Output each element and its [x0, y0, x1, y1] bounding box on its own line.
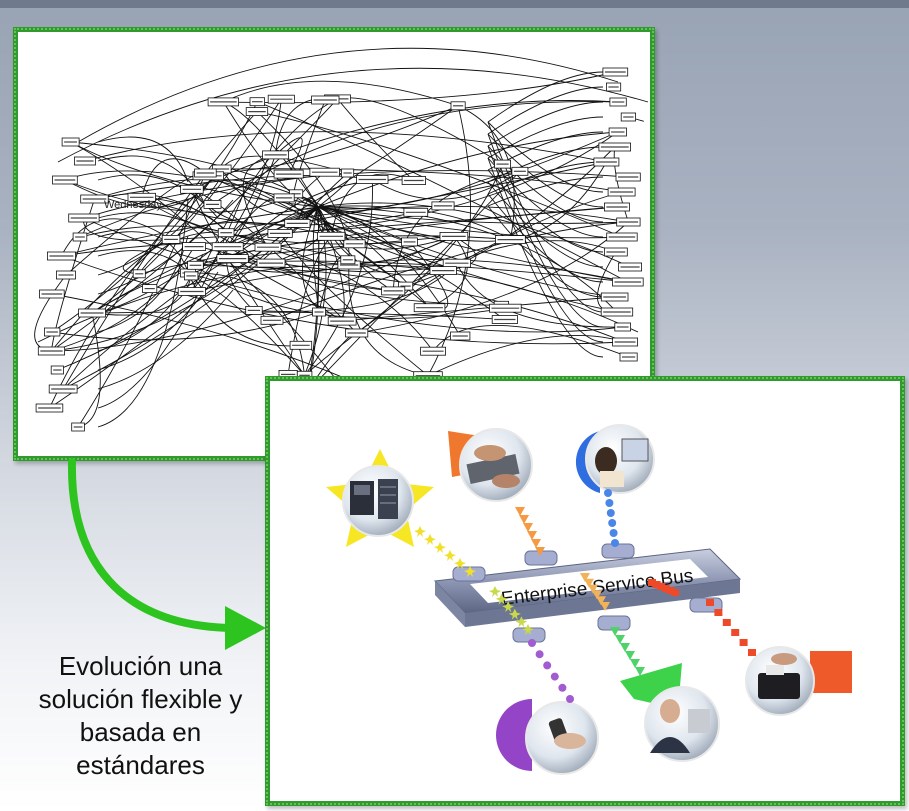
- trail-dot: [495, 593, 508, 605]
- trail-dot: [610, 627, 620, 636]
- trail-dot: [434, 542, 446, 553]
- trail-dot: [604, 489, 612, 497]
- cash-register-node: [745, 646, 852, 716]
- trail-dot: [454, 558, 466, 569]
- trail-dot: [550, 672, 559, 681]
- mobile-device-node: [496, 699, 599, 775]
- esb-diagram: Enterprise Service Bus: [265, 376, 905, 806]
- caption-line: solución flexible y: [38, 684, 243, 714]
- caption-line: Evolución una: [58, 651, 223, 681]
- trail-dot: [606, 509, 615, 517]
- trail-dot: [566, 695, 574, 703]
- trail-dot: [625, 651, 635, 660]
- trail-dot: [652, 581, 661, 588]
- business-executive-node: [620, 663, 720, 762]
- trail-dot: [414, 526, 426, 537]
- trail-dot: [671, 589, 679, 596]
- trail-dot: [620, 643, 630, 652]
- trail-dot: [528, 639, 536, 647]
- trail-dot: [543, 661, 552, 670]
- trail-dot: [515, 616, 528, 628]
- trail-dot: [605, 499, 614, 507]
- trail-dot: [611, 539, 619, 547]
- trail-dot: [608, 519, 617, 527]
- trail-dot: [558, 683, 567, 692]
- trail-dot: [519, 515, 529, 524]
- trail-dot: [580, 573, 590, 582]
- office-worker-node: [575, 424, 655, 494]
- trail-dot: [722, 619, 731, 626]
- trail-dot: [661, 585, 670, 592]
- wednesday-label: Wednesday: [104, 199, 162, 211]
- service-bus: Enterprise Service Bus: [433, 548, 742, 627]
- top-bar: [0, 0, 909, 8]
- trail-dot: [592, 590, 602, 600]
- trail-dot: [515, 507, 525, 516]
- legacy-network-svg: Wednesday: [34, 47, 649, 432]
- trail-dot: [535, 650, 544, 659]
- trail-dot: [706, 599, 714, 606]
- trail-dot: [648, 579, 656, 586]
- trail-dot: [523, 523, 533, 532]
- trail-dot: [630, 659, 640, 668]
- trail-dot: [535, 547, 545, 556]
- caption-line: basada en: [79, 717, 202, 747]
- trail-dot: [444, 550, 456, 561]
- trail-dot: [508, 608, 521, 620]
- trail-dot: [748, 649, 756, 656]
- trail-dot: [714, 609, 723, 616]
- payment-terminal-node: [448, 428, 533, 502]
- trail-dot: [657, 583, 666, 590]
- trail-dot: [731, 629, 740, 636]
- trail-dot: [609, 529, 618, 537]
- trail-dot: [464, 566, 476, 577]
- bus-connector: [601, 543, 635, 559]
- trail-dot: [666, 587, 675, 594]
- evolution-caption: Evolución una solución flexible y basada…: [8, 650, 273, 782]
- trail-dot: [600, 602, 610, 611]
- trail-dot: [739, 639, 748, 646]
- trail-dot: [489, 586, 501, 597]
- trail-dot: [584, 578, 594, 588]
- trail-dot: [527, 531, 537, 540]
- trail-dot: [596, 596, 606, 606]
- esb-svg: Enterprise Service Bus: [326, 424, 852, 775]
- trail-dot: [522, 624, 534, 635]
- trail-dot: [635, 667, 645, 676]
- trail-dot: [615, 635, 625, 644]
- trail-dot: [531, 539, 541, 548]
- caption-line: estándares: [76, 750, 205, 780]
- trail-dot: [588, 584, 598, 594]
- server-node: [326, 449, 434, 547]
- trail-dot: [502, 601, 515, 613]
- trail-dot: [424, 534, 436, 545]
